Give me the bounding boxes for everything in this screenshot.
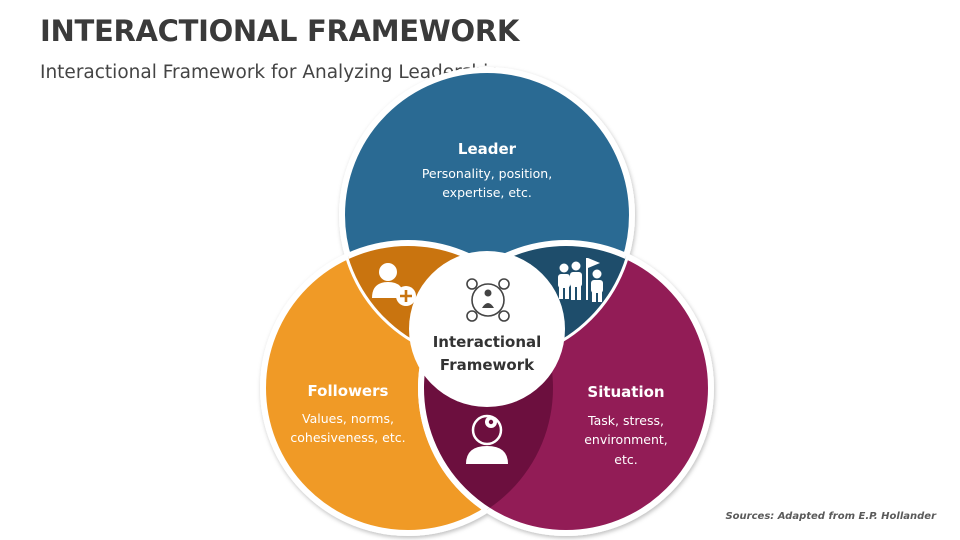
source-note: Sources: Adapted from E.P. Hollander — [725, 511, 936, 522]
team-flag-icon — [558, 258, 603, 302]
leader-title: Leader — [458, 140, 517, 158]
network-icon — [466, 278, 510, 322]
followers-desc-line1: Values, norms, — [302, 411, 394, 426]
head-gear-icon — [466, 414, 508, 464]
followers-title: Followers — [308, 382, 389, 400]
situation-desc-line3: etc. — [614, 452, 637, 467]
situation-desc-line2: environment, — [584, 432, 668, 447]
center-label-line2: Framework — [440, 356, 535, 374]
leader-desc-line2: expertise, etc. — [442, 185, 532, 200]
situation-desc-line1: Task, stress, — [587, 413, 664, 428]
followers-desc-line2: cohesiveness, etc. — [290, 430, 405, 445]
leader-desc-line1: Personality, position, — [422, 166, 552, 181]
page-title: INTERACTIONAL FRAMEWORK — [40, 14, 520, 48]
situation-title: Situation — [587, 383, 664, 401]
page-subtitle: Interactional Framework for Analyzing Le… — [40, 62, 501, 83]
user-plus-icon — [372, 263, 416, 306]
center-hub — [409, 251, 565, 407]
center-label-line1: Interactional — [433, 333, 542, 351]
